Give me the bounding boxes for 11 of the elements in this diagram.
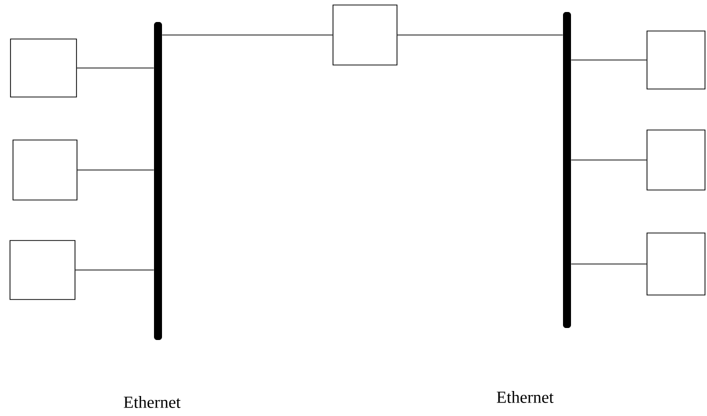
device-box — [10, 240, 76, 300]
device-box — [10, 38, 77, 98]
bus-label: Ethernet — [124, 396, 181, 408]
bus-label: Ethernet — [496, 391, 554, 403]
device-box — [332, 4, 398, 66]
device-box — [646, 130, 706, 190]
device-box — [646, 30, 706, 90]
connector-line — [162, 34, 333, 36]
device-box — [646, 232, 706, 296]
device-box — [12, 140, 78, 200]
connector-line — [397, 34, 564, 36]
